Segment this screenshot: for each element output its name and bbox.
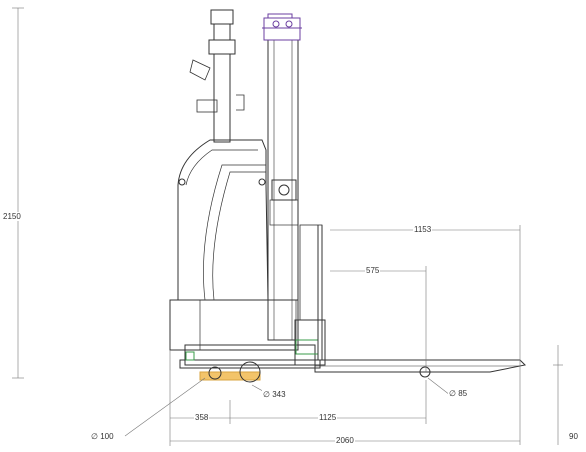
fork: [314, 225, 527, 373]
mast-head: [262, 13, 302, 41]
dimension-front-overhang: 358: [194, 413, 210, 422]
dimension-fork-height: 90: [568, 432, 579, 441]
dimension-drive-wheel-diameter: ∅ 343: [262, 390, 287, 399]
green-accent-left: [185, 351, 195, 361]
caster-wheel-accent: [199, 371, 261, 381]
dimension-wheelbase: 1125: [318, 413, 338, 422]
dimension-caster-wheel-diameter: ∅ 100: [90, 432, 115, 441]
chassis: [179, 224, 326, 369]
dimension-fork-length: 1153: [413, 225, 433, 234]
mast: [267, 39, 299, 341]
load-wheel: [419, 366, 431, 378]
dimension-overall-height: 2150: [2, 212, 22, 221]
sensor-column: [189, 9, 245, 143]
body-cover: [169, 139, 299, 351]
drive-wheel: [239, 361, 261, 383]
dimension-overall-length: 2060: [335, 436, 355, 445]
dimension-load-center: 575: [365, 266, 381, 275]
caster-wheel: [208, 366, 222, 380]
dimension-load-wheel-diameter: ∅ 85: [448, 389, 469, 398]
